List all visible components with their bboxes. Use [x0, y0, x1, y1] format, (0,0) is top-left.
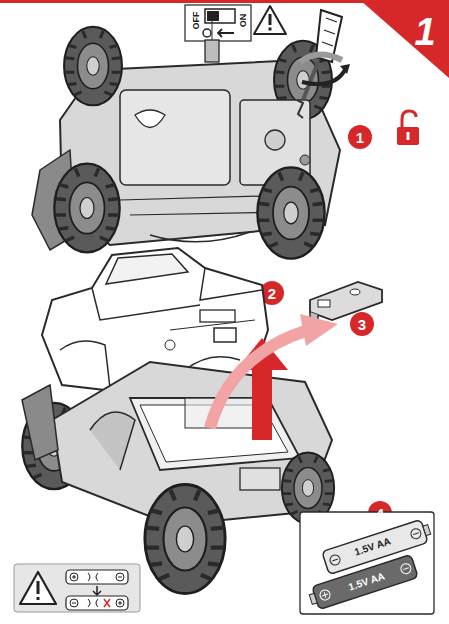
switch-label: ON [240, 13, 249, 27]
callout-number: 1 [356, 130, 364, 145]
arrow-head [300, 314, 338, 346]
chassis-underside [32, 20, 340, 259]
step-corner [360, 0, 449, 78]
chassis-top [22, 362, 334, 593]
switch-label: OFF [192, 11, 201, 29]
battery [307, 555, 418, 612]
warning-icon [254, 6, 286, 34]
screwdriver [297, 10, 350, 118]
callout-number: 4 [376, 506, 384, 521]
callout-number: 3 [358, 317, 366, 332]
remove-arrow [210, 330, 308, 428]
unlock-icon [397, 111, 419, 145]
warning-inset [14, 564, 140, 612]
switch-icon [185, 5, 251, 41]
callout-circle [350, 312, 374, 336]
callout-number: 2 [268, 286, 276, 301]
battery-inset [300, 512, 434, 614]
step-number: 1 [414, 13, 435, 51]
callout-circle [348, 125, 372, 149]
